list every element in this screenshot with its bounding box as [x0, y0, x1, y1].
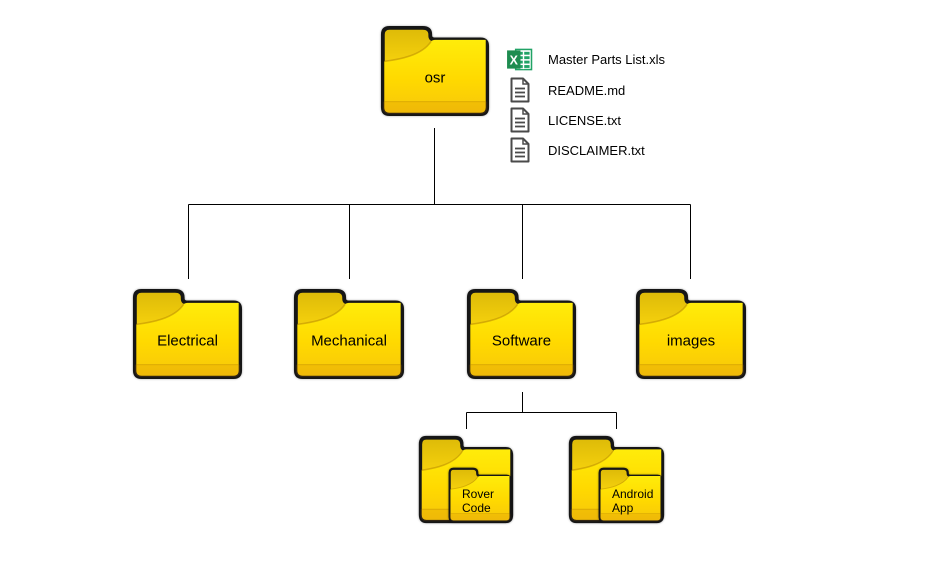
subfolder-rover-code[interactable]: Rover Code	[448, 467, 512, 523]
folder-android-app-label: Android App	[612, 487, 654, 515]
excel-file-icon	[507, 46, 533, 72]
file-label: Master Parts List.xls	[548, 51, 666, 67]
folder-osr-label: osr	[424, 69, 446, 87]
folder-rover-code[interactable]: Rover Code	[418, 435, 514, 524]
folder-images-label: images	[666, 332, 716, 350]
file-row-disclaimer[interactable]: DISCLAIMER.txt	[507, 136, 645, 164]
document-file-icon	[507, 137, 533, 163]
folder-rover-code-label: Rover Code	[462, 487, 495, 515]
folder-osr[interactable]: osr	[380, 25, 490, 117]
folder-software[interactable]: Software	[466, 288, 577, 380]
folder-mechanical[interactable]: Mechanical	[293, 288, 405, 380]
folder-android-app[interactable]: Android App	[568, 435, 665, 524]
file-label: DISCLAIMER.txt	[548, 142, 645, 158]
folder-electrical[interactable]: Electrical	[132, 288, 243, 380]
file-label: README.md	[548, 82, 626, 98]
file-row-readme[interactable]: README.md	[507, 76, 625, 104]
folder-electrical-label: Electrical	[157, 332, 218, 350]
file-row-master-parts-list[interactable]: Master Parts List.xls	[507, 45, 665, 73]
document-file-icon	[507, 107, 533, 133]
folder-images[interactable]: images	[635, 288, 747, 380]
folder-mechanical-label: Mechanical	[311, 332, 387, 350]
file-label: LICENSE.txt	[548, 112, 621, 128]
subfolder-android-app[interactable]: Android App	[598, 467, 663, 523]
document-file-icon	[507, 77, 533, 103]
file-row-license[interactable]: LICENSE.txt	[507, 106, 621, 134]
folder-software-label: Software	[491, 332, 552, 350]
